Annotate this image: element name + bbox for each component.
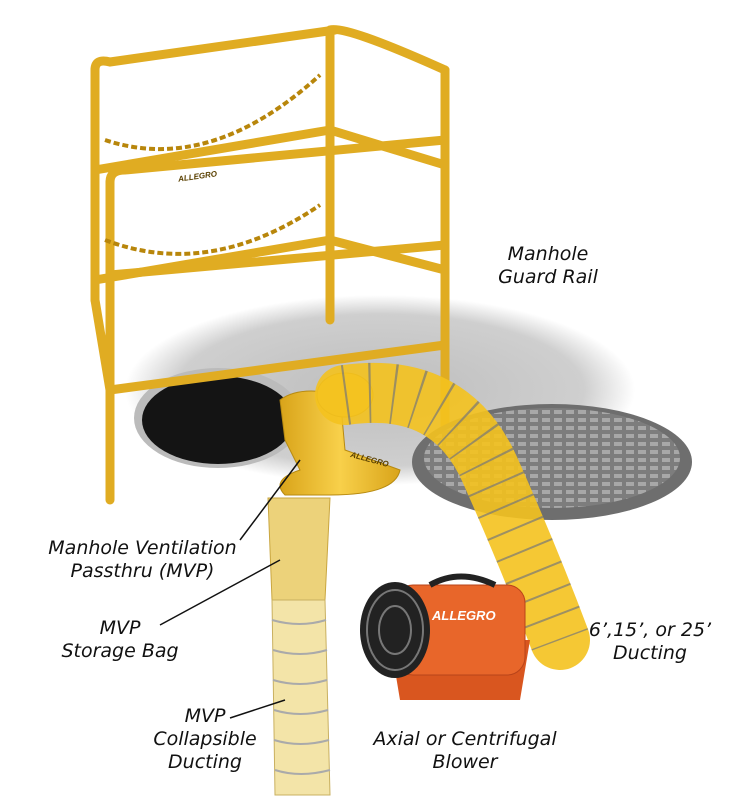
label-line: Manhole Ventilation (48, 537, 237, 559)
label-line: Guard Rail (498, 266, 598, 288)
label-line: Manhole (507, 243, 589, 265)
brand-logo-blower: ALLEGRO (432, 608, 496, 623)
label-line: Ducting (613, 642, 687, 664)
label-line: Axial or Centrifugal (373, 728, 557, 750)
label-line: 6’,15’, or 25’ (588, 619, 712, 641)
fan-grille (360, 582, 430, 678)
label-line: MVP (99, 617, 141, 639)
label-line: Passthru (MVP) (70, 560, 215, 582)
label-line: Ducting (168, 751, 242, 773)
label-line: Collapsible (153, 728, 257, 750)
storage-bag (267, 497, 331, 601)
blower (360, 573, 530, 700)
label-line: Storage Bag (61, 640, 179, 662)
collapsible-ducting (271, 599, 331, 796)
mvp-passthru (279, 390, 401, 496)
label-line: Blower (432, 751, 498, 773)
leader-lines (159, 459, 301, 719)
label-ducting: 6’,15’, or 25’Ducting (570, 619, 730, 665)
label-line: MVP (184, 705, 226, 727)
flexible-ducting (315, 362, 590, 670)
chain (104, 73, 322, 256)
